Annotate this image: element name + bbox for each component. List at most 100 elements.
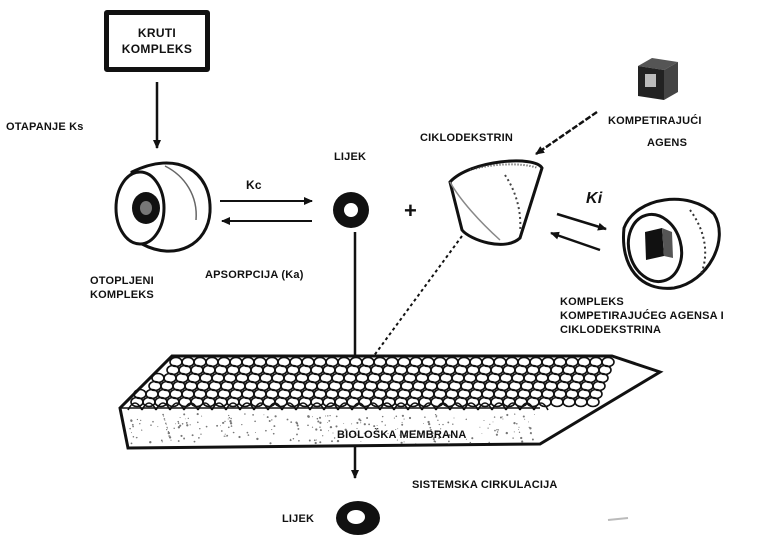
membrane-grain [513,422,515,424]
membrane-grain [366,417,368,419]
membrane-grain [307,415,309,417]
membrane-grain [415,443,416,444]
membrane-grain [183,413,185,415]
membrane-grain [314,439,316,441]
competitor-complex-icon [621,199,719,288]
membrane-grain [222,422,223,423]
membrane-grain [439,424,440,425]
membrane-grain [229,420,231,422]
membrane-grain [471,437,473,439]
membrane-grain [178,423,179,424]
membrane-grain [493,421,494,422]
membrane-grain [252,414,254,416]
membrane-grain [315,442,317,444]
dissolved-complex-line2: KOMPLEKS [90,288,154,302]
membrane-grain [297,424,299,426]
solid-complex-line2: KOMPLEKS [122,41,192,57]
membrane-grain [327,422,328,423]
membrane-grain [170,440,171,441]
membrane-grain [168,432,170,434]
membrane-grain [470,442,471,443]
membrane-grain [140,420,141,421]
membrane-grain [221,430,223,432]
membrane-grain [483,420,484,421]
membrane-grain [166,427,167,428]
membrane-grain [166,424,167,425]
drug-label: LIJEK [334,150,366,164]
kc-label: Kc [246,178,262,192]
membrane-grain [185,419,186,420]
membrane-grain [319,427,320,428]
membrane-grain [322,435,323,436]
membrane-grain [244,413,246,415]
membrane-grain [404,419,405,420]
membrane-grain [334,437,335,438]
membrane-grain [466,419,467,420]
membrane-grain [290,439,292,441]
membrane-label: BIOLOŠKA MEMBRANA [337,428,467,442]
membrane-grain [131,432,132,433]
membrane-grain [178,440,180,442]
membrane-grain [166,429,167,430]
membrane-grain [512,437,513,438]
membrane-grain [157,426,158,427]
membrane-grain [132,424,134,426]
membrane-grain [316,440,317,441]
membrane-grain [514,431,515,432]
membrane-grain [436,416,437,417]
membrane-grain [481,433,482,434]
membrane-grain [190,424,191,425]
membrane-grain [201,416,202,417]
membrane-grain [173,428,174,429]
membrane-grain [233,432,234,433]
membrane-grain [241,424,242,425]
membrane-grain [358,418,360,420]
membrane-grain [238,436,240,438]
membrane-grain [290,421,292,423]
membrane-grain [368,424,370,426]
membrane-grain [162,441,163,442]
membrane-grain [330,426,332,428]
membrane-grain [489,424,490,425]
membrane-grain [377,425,378,426]
membrane-grain [162,414,164,416]
membrane-grain [229,417,230,418]
membrane-grain [131,443,133,445]
membrane-grain [167,428,168,429]
membrane-grain [254,420,256,422]
competitor-complex-line2: KOMPETIRAJUĆEG AGENSA I [560,309,724,323]
membrane-grain [319,417,321,419]
membrane-grain [435,414,436,415]
membrane-grain [524,419,525,420]
membrane-grain [452,423,453,424]
membrane-grain [248,434,250,436]
membrane-grain [494,430,496,432]
membrane-grain [267,416,269,418]
membrane-grain [497,431,498,432]
membrane-grain [424,416,426,418]
membrane-grain [275,415,277,417]
solid-complex-line1: KRUTI [138,25,176,41]
membrane-grain [327,415,328,416]
membrane-grain [409,417,411,419]
competing-agent-line1: KOMPETIRAJUĆI [608,114,702,128]
membrane-grain [317,420,319,422]
membrane-grain [182,423,184,425]
membrane-grain [137,419,138,420]
membrane-grain [129,428,131,430]
membrane-grain [225,434,226,435]
membrane-grain [448,443,449,444]
membrane-grain [224,436,225,437]
membrane-grain [216,425,218,427]
membrane-grain [401,424,403,426]
membrane-grain [396,416,398,418]
membrane-grain [271,419,272,420]
membrane-grain [255,432,256,433]
membrane-grain [331,440,333,442]
membrane-grain [180,435,182,437]
membrane-grain [394,418,395,419]
drug-molecule-icon [333,192,369,228]
membrane-grain [423,423,424,424]
membrane-grain [523,415,525,417]
membrane-grain [518,429,519,430]
